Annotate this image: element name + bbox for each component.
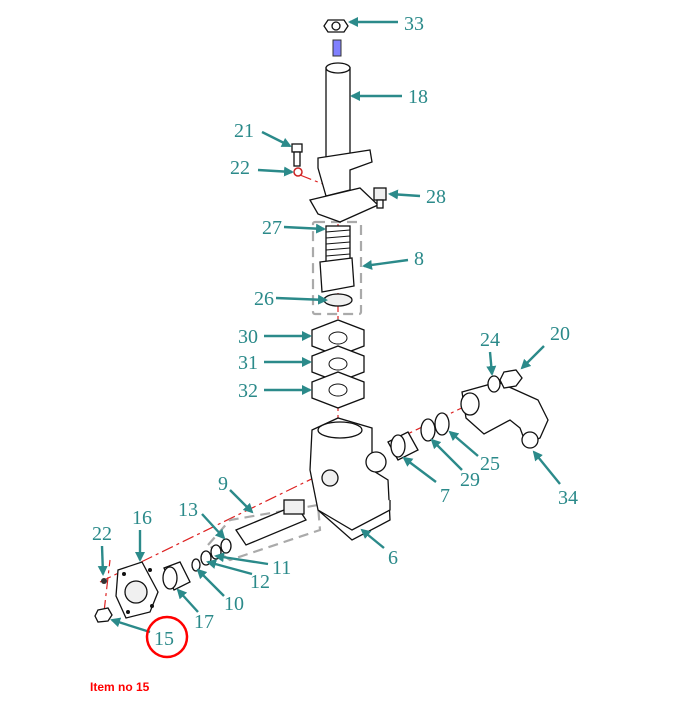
- grease-nipple-28: [373, 187, 387, 209]
- callout-8: 8: [414, 248, 424, 270]
- highlight-circle-15: [145, 615, 189, 659]
- callout-31: 31: [238, 352, 258, 374]
- callout-34: 34: [558, 487, 578, 509]
- callout-22-lower: 22: [92, 523, 112, 545]
- callout-27: 27: [262, 217, 282, 239]
- callout-26: 26: [254, 288, 274, 310]
- worm-assembly-8: [319, 225, 355, 307]
- ring-10: [191, 558, 201, 572]
- callout-28: 28: [426, 186, 446, 208]
- gear-housing-6: [309, 417, 391, 541]
- pitman-arm-34: [460, 381, 549, 449]
- callout-29: 29: [460, 469, 480, 491]
- sector-shaft-9: [235, 499, 307, 546]
- callout-11: 11: [272, 557, 291, 579]
- callout-33: 33: [404, 13, 424, 35]
- bolt-21: [291, 143, 303, 167]
- assembly-axes: [99, 70, 521, 613]
- callout-18: 18: [408, 86, 428, 108]
- callout-9: 9: [218, 473, 228, 495]
- washer-24: [487, 375, 501, 393]
- bushing-7: [387, 431, 419, 461]
- bush-17: [162, 561, 191, 591]
- washer-22: [293, 167, 303, 177]
- seal-29: [420, 418, 436, 442]
- group-box-8: [311, 220, 363, 316]
- callout-12: 12: [250, 571, 270, 593]
- callout-22: 22: [230, 157, 250, 179]
- item-caption: Item no 15: [90, 680, 150, 694]
- seal-25: [434, 412, 450, 436]
- callout-21: 21: [234, 120, 254, 142]
- cover-plate-16: [115, 561, 159, 619]
- leader-lines: [97, 17, 561, 634]
- nut-20: [499, 369, 523, 389]
- callout-20: 20: [550, 323, 570, 345]
- callout-32: 32: [238, 380, 258, 402]
- callout-24: 24: [480, 329, 500, 351]
- callout-25: 25: [480, 453, 500, 475]
- callout-15: 15: [154, 628, 174, 650]
- gasket-31: [311, 345, 365, 383]
- callout-10: 10: [224, 593, 244, 615]
- flange-plate: [309, 187, 380, 223]
- nut-15: [94, 607, 113, 623]
- callout-6: 6: [388, 547, 398, 569]
- ring-13: [220, 538, 232, 554]
- gasket-32: [311, 371, 365, 409]
- nut-33: [323, 19, 349, 57]
- callout-numbers: 33 18 21 22 28 27 8 26 30 31 32 24 20 9 …: [92, 13, 578, 650]
- gasket-30: [311, 319, 365, 357]
- callout-17: 17: [194, 611, 214, 633]
- callout-16: 16: [132, 507, 152, 529]
- column-shaft-18: [317, 62, 373, 197]
- callout-30: 30: [238, 326, 258, 348]
- callout-7: 7: [440, 485, 450, 507]
- washer-22-lower: [101, 578, 107, 584]
- callout-13: 13: [178, 499, 198, 521]
